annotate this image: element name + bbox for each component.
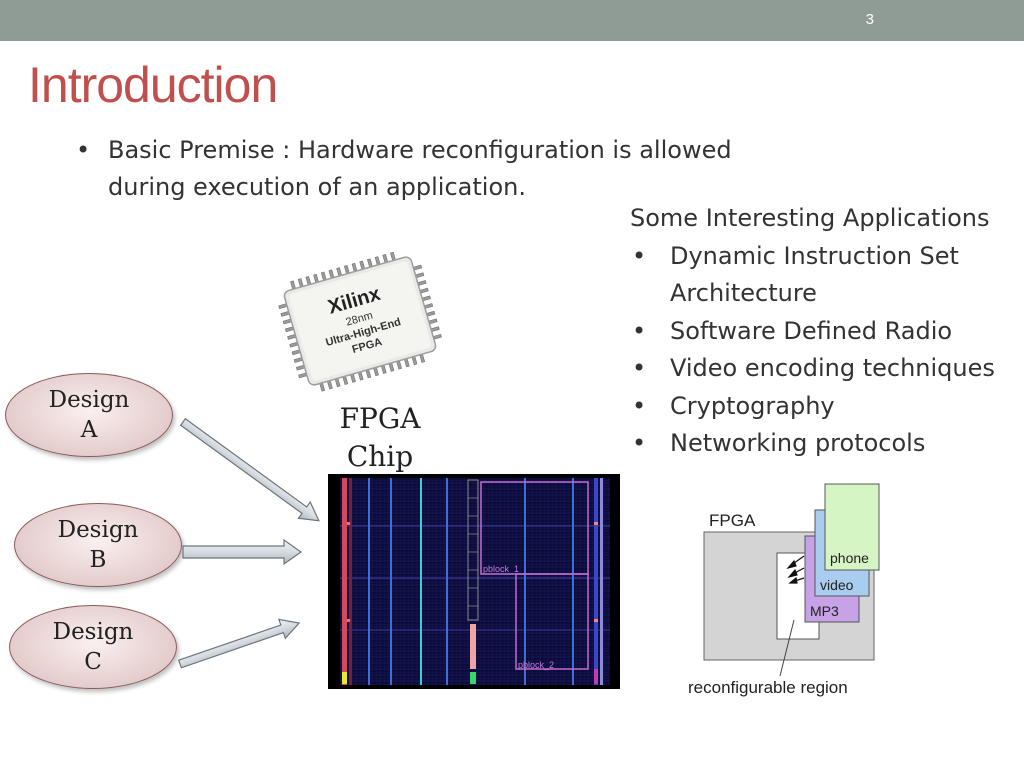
pblock-1-label: pblock_1 (483, 564, 519, 574)
fpga-chip-image: Xilinx 28nm Ultra-High-End FPGA (278, 251, 442, 392)
fpga-chip-label: FPGA Chip (330, 400, 430, 476)
application-item: • Cryptography (630, 388, 1024, 426)
fpga-chip-label-line2: Chip (346, 440, 414, 473)
design-label: Design (48, 387, 130, 413)
design-letter: A (80, 417, 98, 443)
page-number: 3 (865, 11, 874, 28)
region-pointer-line (779, 619, 795, 677)
arrow-c-icon (177, 618, 301, 669)
application-label: Dynamic Instruction Set Architecture (670, 241, 959, 308)
application-item: • Networking protocols (630, 425, 1024, 463)
header-bar: 3 (0, 0, 1024, 41)
application-label: Software Defined Radio (670, 316, 953, 345)
premise-text: Basic Premise : Hardware reconfiguration… (108, 136, 732, 201)
arrow-a-icon (179, 417, 320, 522)
pblock-2-label: pblock_2 (518, 660, 554, 670)
region-label: reconfigurable region (688, 678, 848, 697)
arrow-b-icon (182, 538, 303, 566)
application-item: • Software Defined Radio (630, 313, 1024, 351)
bullet-icon: • (632, 316, 647, 345)
bullet-icon: • (76, 136, 91, 164)
slide-title: Introduction (28, 57, 278, 113)
phone-module (824, 483, 880, 571)
bullet-icon: • (632, 429, 647, 457)
design-label: Design (52, 619, 134, 645)
design-label: Design (57, 517, 139, 543)
application-label: Video encoding techniques (670, 354, 995, 382)
design-a-ellipse: Design A (5, 373, 173, 457)
application-item: • Video encoding techniques (630, 350, 1024, 388)
design-letter: C (84, 649, 102, 675)
module-label-phone: phone (830, 550, 869, 566)
application-label: Cryptography (670, 391, 835, 420)
application-item: • Dynamic Instruction Set Architecture (630, 238, 1024, 313)
design-letter: B (89, 547, 107, 573)
applications-heading: Some Interesting Applications (630, 204, 990, 232)
bullet-icon: • (632, 354, 647, 382)
design-b-ellipse: Design B (14, 503, 182, 587)
reconfigurable-region-diagram: FPGA phone video MP3 reconfigurable regi… (688, 483, 880, 697)
bullet-icon: • (632, 241, 647, 270)
application-label: Networking protocols (670, 429, 926, 457)
module-label-mp3: MP3 (810, 603, 839, 619)
design-c-ellipse: Design C (9, 605, 177, 689)
diagram-fpga-label: FPGA (709, 511, 756, 530)
applications-list: Some Interesting Applications • Dynamic … (630, 200, 1024, 463)
fpga-floorplan-image: pblock_1 pblock_2 (328, 474, 620, 689)
module-label-video: video (820, 577, 854, 593)
fpga-chip-label-line1: FPGA (339, 402, 421, 435)
bullet-icon: • (632, 391, 647, 420)
insertion-arrows-icon (786, 555, 805, 584)
